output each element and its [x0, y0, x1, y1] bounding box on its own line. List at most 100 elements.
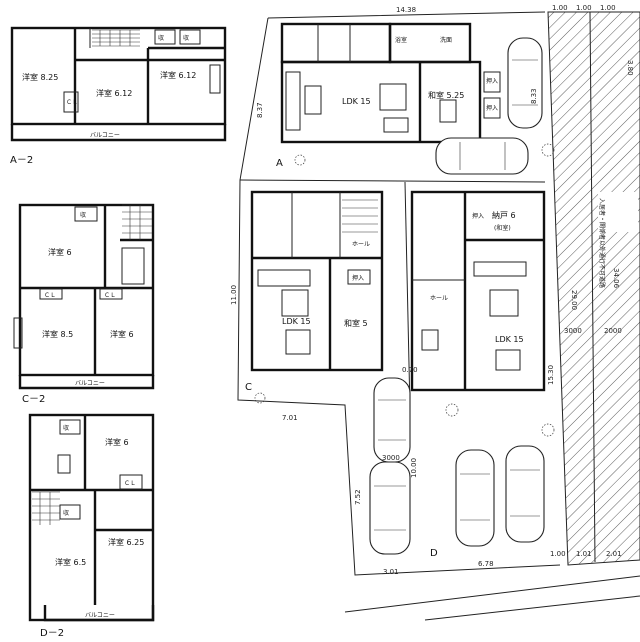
- c2-closet-box: [99, 288, 123, 300]
- lot-c-sofa: [285, 329, 311, 355]
- dim-road-h2: 34.06: [612, 268, 620, 289]
- lot-d-house: LDK 15 納戸 6 (和室) 押入 ホール D: [410, 190, 546, 559]
- lot-d-wc: [421, 329, 439, 351]
- lot-a-kitchen: [285, 71, 301, 131]
- dim-c-bottom: 7.01: [282, 414, 298, 422]
- shrub: [541, 143, 555, 157]
- lot-d-hall-label: ホール: [430, 295, 448, 302]
- lot-d-closet-label: 押入: [472, 212, 484, 220]
- c2-closet-label: ＣＬ: [104, 292, 116, 299]
- lot-a-letter: A: [276, 158, 283, 169]
- dim-c-gap: 0.70: [402, 366, 418, 374]
- d2-balcony-label: バルコニー: [85, 612, 115, 619]
- c2-stair: [122, 204, 152, 240]
- c2-closet-box: [39, 288, 63, 300]
- c2-storage-box: [74, 206, 98, 222]
- road-label: 入居者・関係者以外通行不可道路: [598, 198, 606, 288]
- lot-c-room-label: 和室 5: [344, 318, 368, 328]
- d2-closet-box: [119, 474, 143, 490]
- a2-room-3-label: 洋室 6.12: [160, 70, 196, 80]
- dim-bottom-r1: 1.00: [550, 550, 566, 558]
- c2-storage-box: [121, 247, 145, 285]
- parked-car: [455, 449, 495, 547]
- c2-outer-wall: [18, 203, 155, 377]
- shrub: [294, 154, 306, 166]
- shrub: [254, 392, 266, 404]
- c2-balcony-outline: [18, 375, 155, 390]
- dim-right-top: 3.80: [626, 60, 634, 76]
- a2-closet-label: ＣＬ: [66, 99, 78, 106]
- lower-boundary-line: [344, 575, 640, 613]
- d2-storage-box: [59, 504, 81, 520]
- floorplan-d2: 洋室 6 洋室 6.25 洋室 6.5 収 収 ＣＬ バルコニー D－2: [28, 413, 155, 639]
- dim-road-h: 29.00: [570, 290, 578, 310]
- c2-window: [13, 317, 23, 349]
- d2-outer-wall: [28, 413, 155, 622]
- lot-d-room-label: 納戸 6: [492, 210, 516, 220]
- c2-room-2-label: 洋室 8.5: [42, 329, 73, 339]
- a2-balcony-outline: [10, 124, 227, 142]
- a2-room-1-label: 洋室 8.25: [22, 72, 58, 82]
- floorplan-c2: 洋室 6 洋室 8.5 洋室 6 収 ＣＬ ＣＬ バルコニー C－2: [13, 203, 155, 405]
- site-plan: 入居者・関係者以外通行不可道路 LDK 15 和室 5.25 浴室 洗面 押入 …: [230, 4, 640, 576]
- d2-room-1-label: 洋室 6: [105, 437, 129, 447]
- d2-balcony-outline: [43, 605, 155, 622]
- dim-d-side: 15.30: [547, 365, 555, 385]
- d2-room-2-label: 洋室 6.25: [108, 537, 144, 547]
- lot-c-stair: [342, 199, 378, 233]
- c2-balcony-label: バルコニー: [75, 380, 105, 387]
- lot-divider-cd: [404, 181, 411, 411]
- lot-a-ldk-label: LDK 15: [342, 97, 371, 106]
- a2-closet-box: [63, 91, 79, 113]
- lot-a-sofa: [383, 117, 409, 133]
- shrub: [445, 403, 459, 417]
- lot-d-letter: D: [430, 548, 438, 559]
- lot-c-hall-label: ホール: [352, 241, 370, 248]
- d2-stair: [32, 491, 60, 525]
- a2-storage-box: [154, 29, 176, 45]
- lot-d-table: [489, 289, 519, 317]
- lot-c-ldk-label: LDK 15: [282, 317, 311, 326]
- dim-d-drive: 3000: [382, 454, 400, 462]
- a2-balcony-label: バルコニー: [90, 132, 120, 139]
- dim-bottom-r2: 1.01: [576, 550, 592, 558]
- lot-a-closet: [483, 71, 501, 93]
- road-line: [589, 11, 596, 563]
- lot-a-wash-label: 洗面: [440, 36, 452, 44]
- lot-c-kitchen: [257, 269, 311, 287]
- d2-caption: D－2: [40, 628, 64, 639]
- dim-d-lower-left: 7.52: [354, 489, 362, 505]
- a2-room-2-label: 洋室 6.12: [96, 88, 132, 98]
- lot-d-sofa: [495, 349, 521, 371]
- lot-a-bath-label: 浴室: [395, 36, 407, 44]
- lot-c-closet-label: 押入: [352, 274, 364, 282]
- lot-a-closet-label: 押入: [486, 77, 498, 85]
- dim-road-w2: 2000: [604, 327, 622, 335]
- a2-storage-label: 収: [183, 35, 189, 42]
- dim-top-r1: 1.00: [552, 4, 568, 12]
- dim-d-bottom-r: 6.78: [478, 560, 494, 568]
- floorplan-a2: 洋室 8.25 洋室 6.12 洋室 6.12 収 収 ＣＬ バルコニー A－2: [10, 26, 227, 166]
- parked-car: [373, 377, 411, 463]
- dim-top-r3: 1.00: [600, 4, 616, 12]
- dim-top-r2: 1.00: [576, 4, 592, 12]
- a2-outer-wall: [10, 26, 227, 126]
- lot-a-house: LDK 15 和室 5.25 浴室 洗面 押入 押入 A: [276, 22, 501, 169]
- lower-boundary-line: [424, 595, 640, 621]
- c2-room-3-label: 洋室 6: [110, 329, 134, 339]
- private-road-hatch: [547, 11, 640, 566]
- d2-storage-label: 収: [63, 425, 69, 432]
- c2-storage-label: 収: [80, 212, 86, 219]
- lot-a-counter: [304, 85, 322, 115]
- lot-c-table: [281, 289, 309, 317]
- c2-room-1-label: 洋室 6: [48, 247, 72, 257]
- lot-a-wall: [388, 22, 472, 64]
- lot-a-room-label: 和室 5.25: [428, 90, 464, 100]
- d2-storage-label: 収: [63, 510, 69, 517]
- d2-closet-label: ＣＬ: [124, 480, 136, 487]
- a2-stair: [92, 29, 140, 47]
- parked-car: [505, 445, 545, 543]
- lot-d-ldk-label: LDK 15: [495, 335, 524, 344]
- a2-storage-box: [179, 29, 201, 45]
